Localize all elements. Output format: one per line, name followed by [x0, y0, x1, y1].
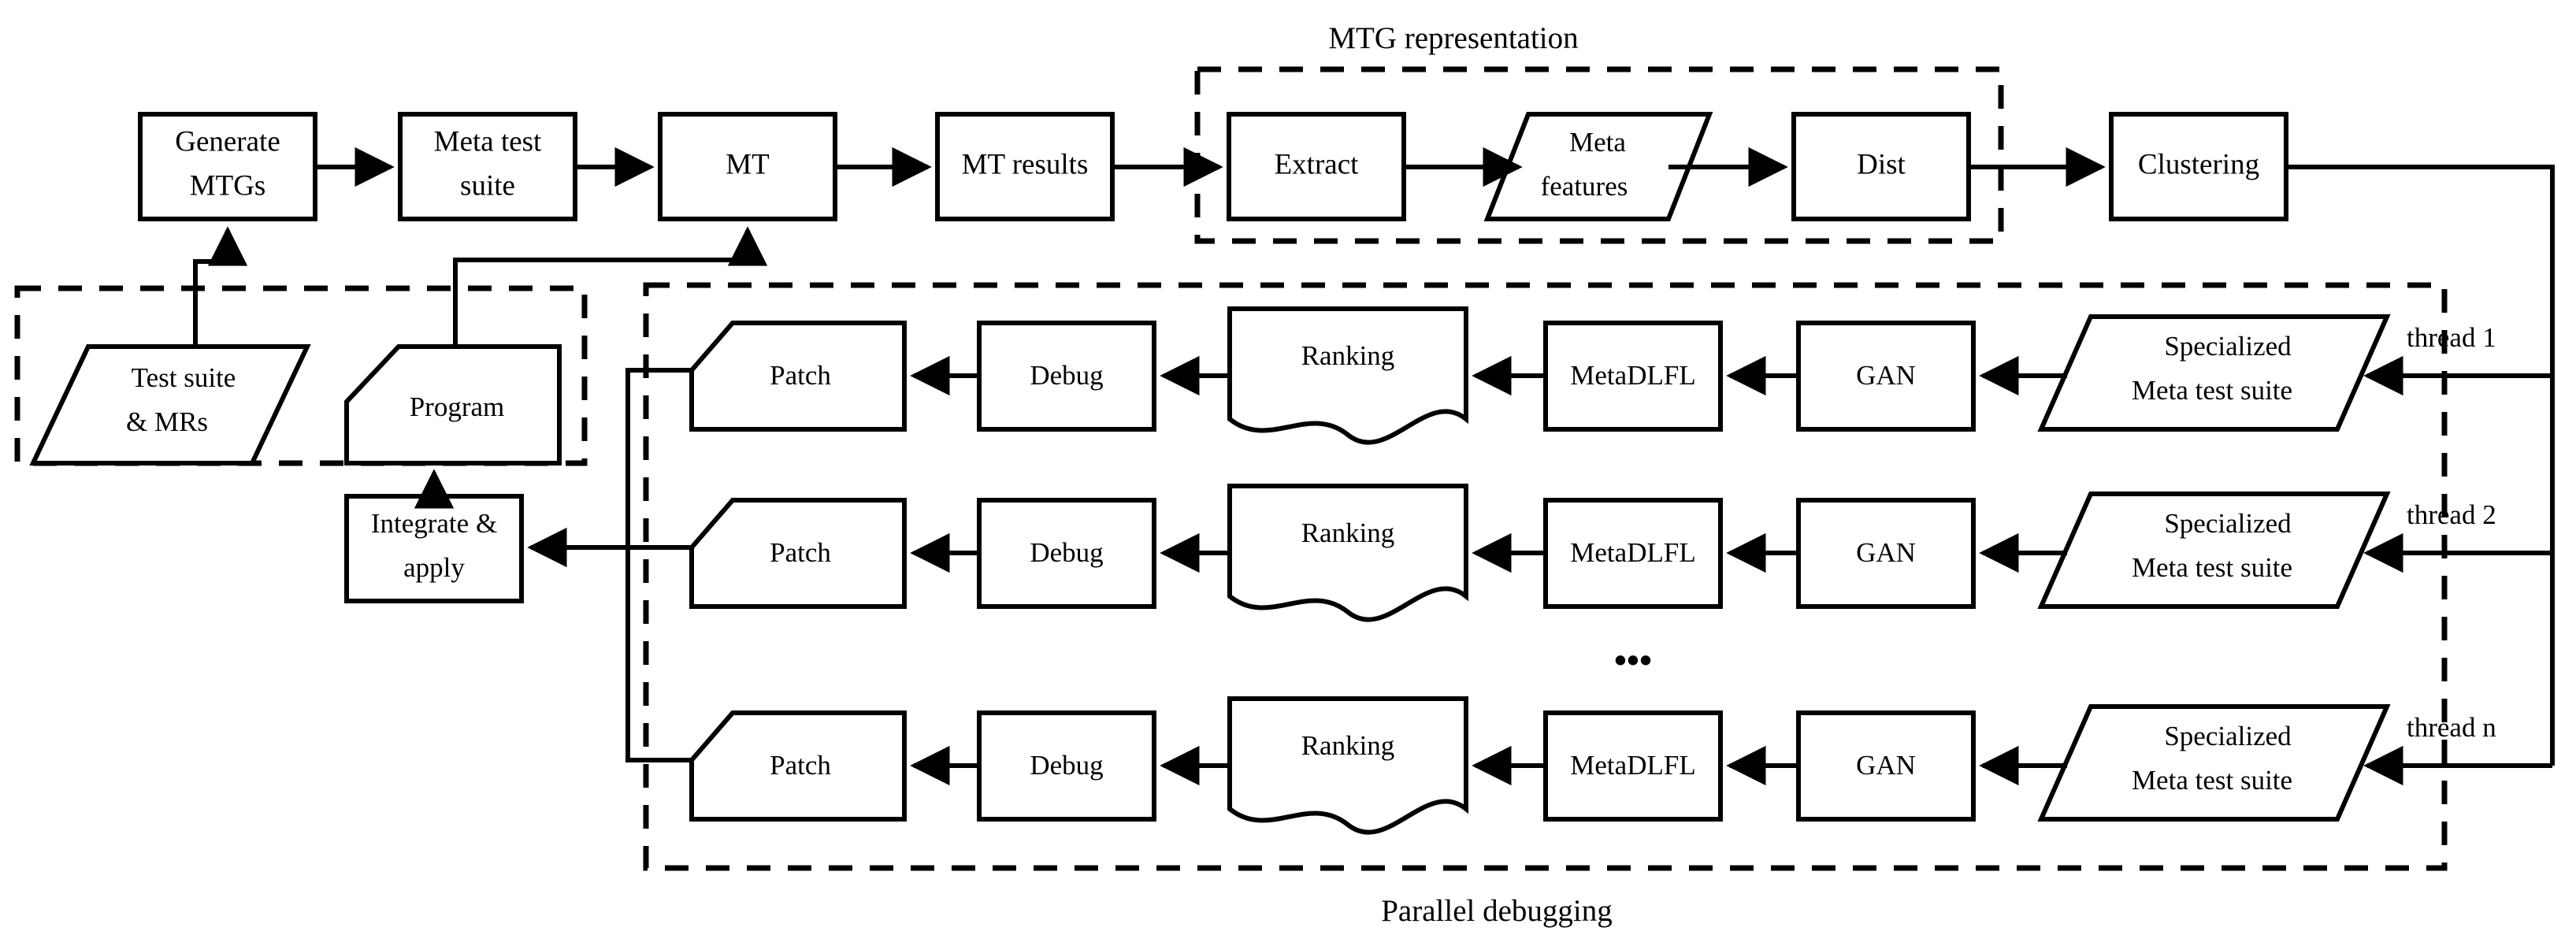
node-mt[interactable]: MT — [658, 112, 837, 221]
node-ranking-threadn-label: Ranking — [1301, 730, 1395, 761]
node-ranking-thread2-label: Ranking — [1301, 518, 1395, 548]
node-specialized-meta-test-suite-thread1[interactable]: Specialized Meta test suite — [2037, 314, 2391, 432]
node-gan-thread1-label: GAN — [1856, 360, 1916, 391]
node-ranking-thread1-label: Ranking — [1301, 340, 1395, 371]
node-specialized-threadn-line1: Specialized — [2164, 721, 2292, 751]
node-meta-test-suite-line2: suite — [460, 169, 515, 202]
node-patch-thread2-label: Patch — [770, 537, 831, 568]
node-specialized-thread1-line1: Specialized — [2164, 331, 2292, 362]
node-specialized-thread2-line2: Meta test suite — [2132, 552, 2292, 583]
node-debug-thread2-label: Debug — [1030, 537, 1103, 568]
node-specialized-threadn-line2: Meta test suite — [2132, 765, 2292, 796]
node-meta-test-suite[interactable]: Meta test suite — [398, 112, 577, 221]
node-gan-threadn[interactable]: GAN — [1796, 710, 1976, 822]
node-patch-threadn[interactable]: Patch — [689, 710, 907, 822]
node-mt-results-label: MT results — [962, 148, 1089, 180]
ellipsis-more-threads: ••• — [1614, 640, 1652, 681]
node-integrate-apply[interactable]: Integrate & apply — [344, 494, 524, 603]
node-test-suite-mrs-line2: & MRs — [126, 406, 208, 437]
node-ranking-thread1[interactable]: Ranking — [1227, 306, 1468, 445]
node-dist[interactable]: Dist — [1791, 112, 1971, 221]
group-label-parallel-debugging: Parallel debugging — [1381, 894, 1613, 928]
node-ranking-threadn[interactable]: Ranking — [1227, 696, 1468, 835]
node-metadlfl-threadn[interactable]: MetaDLFL — [1543, 710, 1723, 822]
node-specialized-meta-test-suite-thread2[interactable]: Specialized Meta test suite — [2037, 492, 2391, 609]
group-label-mtg-representation: MTG representation — [1328, 21, 1578, 55]
node-metadlfl-thread1-label: MetaDLFL — [1570, 360, 1695, 391]
node-meta-features[interactable]: Meta features — [1483, 112, 1713, 221]
thread-label-1: thread 1 — [2407, 322, 2496, 353]
node-integrate-apply-line1: Integrate & — [371, 508, 497, 539]
node-gan-thread1[interactable]: GAN — [1796, 321, 1976, 432]
node-clustering[interactable]: Clustering — [2109, 112, 2288, 221]
node-debug-thread1-label: Debug — [1030, 360, 1103, 391]
node-integrate-apply-line2: apply — [403, 552, 465, 583]
node-program[interactable]: Program — [344, 344, 562, 466]
node-extract[interactable]: Extract — [1227, 112, 1406, 221]
dashed-group-parallel-debugging — [643, 282, 2448, 871]
node-meta-features-line1: Meta — [1569, 127, 1626, 158]
node-gan-threadn-label: GAN — [1856, 750, 1916, 781]
node-debug-thread2[interactable]: Debug — [977, 498, 1156, 609]
node-clustering-label: Clustering — [2138, 148, 2259, 180]
node-metadlfl-thread1[interactable]: MetaDLFL — [1543, 321, 1723, 432]
node-debug-thread1[interactable]: Debug — [977, 321, 1156, 432]
node-debug-threadn[interactable]: Debug — [977, 710, 1156, 822]
node-patch-thread1[interactable]: Patch — [689, 321, 907, 432]
node-meta-test-suite-line1: Meta test — [434, 125, 542, 158]
edge-patch-collector-bus — [625, 368, 692, 762]
node-patch-threadn-label: Patch — [770, 750, 831, 781]
node-gan-thread2-label: GAN — [1856, 537, 1916, 568]
node-specialized-thread2-line1: Specialized — [2164, 508, 2292, 539]
node-metadlfl-thread2[interactable]: MetaDLFL — [1543, 498, 1723, 609]
dashed-group-inputs — [14, 285, 588, 466]
node-generate-mtgs-line1: Generate — [175, 125, 280, 158]
edge-program-to-mt — [453, 226, 768, 347]
node-gan-thread2[interactable]: GAN — [1796, 498, 1976, 609]
node-mt-results[interactable]: MT results — [935, 112, 1115, 221]
edge-clustering-distribution-bus — [2286, 165, 2555, 766]
node-program-label: Program — [410, 391, 505, 422]
node-generate-mtgs-line2: MTGs — [190, 169, 266, 202]
thread-label-n: thread n — [2407, 712, 2496, 743]
node-mt-label: MT — [726, 148, 770, 180]
node-specialized-meta-test-suite-threadn[interactable]: Specialized Meta test suite — [2037, 704, 2391, 822]
node-extract-label: Extract — [1275, 148, 1360, 180]
node-meta-features-line2: features — [1541, 171, 1628, 202]
node-metadlfl-threadn-label: MetaDLFL — [1570, 750, 1695, 781]
thread-label-2: thread 2 — [2407, 499, 2496, 530]
node-test-suite-mrs-line1: Test suite — [132, 362, 236, 393]
node-ranking-thread2[interactable]: Ranking — [1227, 484, 1468, 622]
node-test-suite-mrs[interactable]: Test suite & MRs — [29, 344, 311, 466]
node-metadlfl-thread2-label: MetaDLFL — [1570, 537, 1695, 568]
node-dist-label: Dist — [1857, 148, 1906, 180]
edge-testsuite-to-generate — [193, 226, 248, 347]
node-debug-threadn-label: Debug — [1030, 750, 1103, 781]
node-patch-thread1-label: Patch — [770, 360, 831, 391]
node-generate-mtgs[interactable]: Generate MTGs — [138, 112, 317, 221]
node-specialized-thread1-line2: Meta test suite — [2132, 375, 2292, 406]
node-patch-thread2[interactable]: Patch — [689, 498, 907, 609]
